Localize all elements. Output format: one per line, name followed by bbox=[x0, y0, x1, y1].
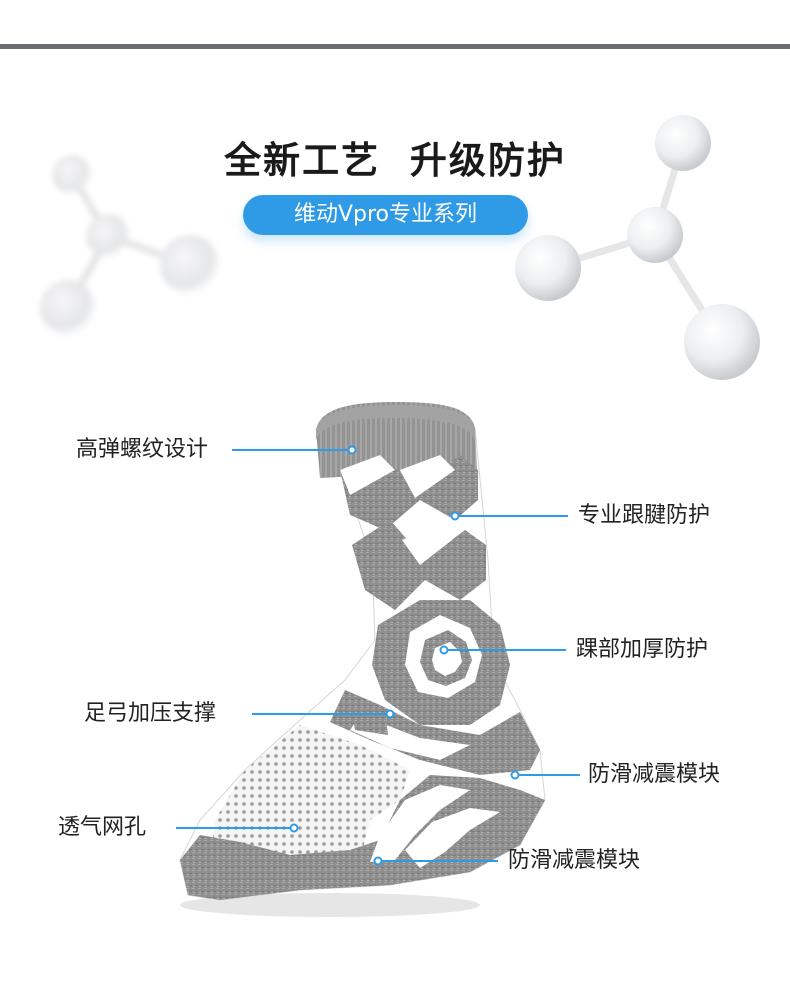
left-molecule-decoration bbox=[40, 155, 220, 336]
callout-dot bbox=[450, 511, 460, 521]
top-divider-bar bbox=[0, 44, 790, 49]
right-molecule-decoration bbox=[515, 115, 760, 380]
sock-image bbox=[179, 402, 546, 917]
callout-label-heel-cushion: 防滑减震模块 bbox=[588, 762, 721, 787]
callout-dot bbox=[439, 645, 449, 655]
callout-dot bbox=[347, 445, 357, 455]
callout-label-mesh: 透气网孔 bbox=[58, 815, 147, 840]
callout-dot bbox=[385, 709, 395, 719]
callout-dot bbox=[510, 770, 520, 780]
series-badge: 维动Vpro专业系列 bbox=[243, 195, 528, 235]
page-title: 全新工艺 升级防护 bbox=[224, 139, 566, 182]
callout-dot bbox=[373, 856, 383, 866]
callout-label-arch: 足弓加压支撑 bbox=[84, 701, 217, 726]
callout-label-ankle: 踝部加厚防护 bbox=[576, 637, 709, 662]
callout-label-cuff: 高弹螺纹设计 bbox=[76, 437, 209, 462]
callout-label-sole-cushion: 防滑减震模块 bbox=[508, 848, 641, 873]
callout-label-achilles: 专业跟腱防护 bbox=[578, 503, 711, 528]
callout-lines bbox=[176, 449, 580, 862]
callout-dot bbox=[289, 823, 299, 833]
